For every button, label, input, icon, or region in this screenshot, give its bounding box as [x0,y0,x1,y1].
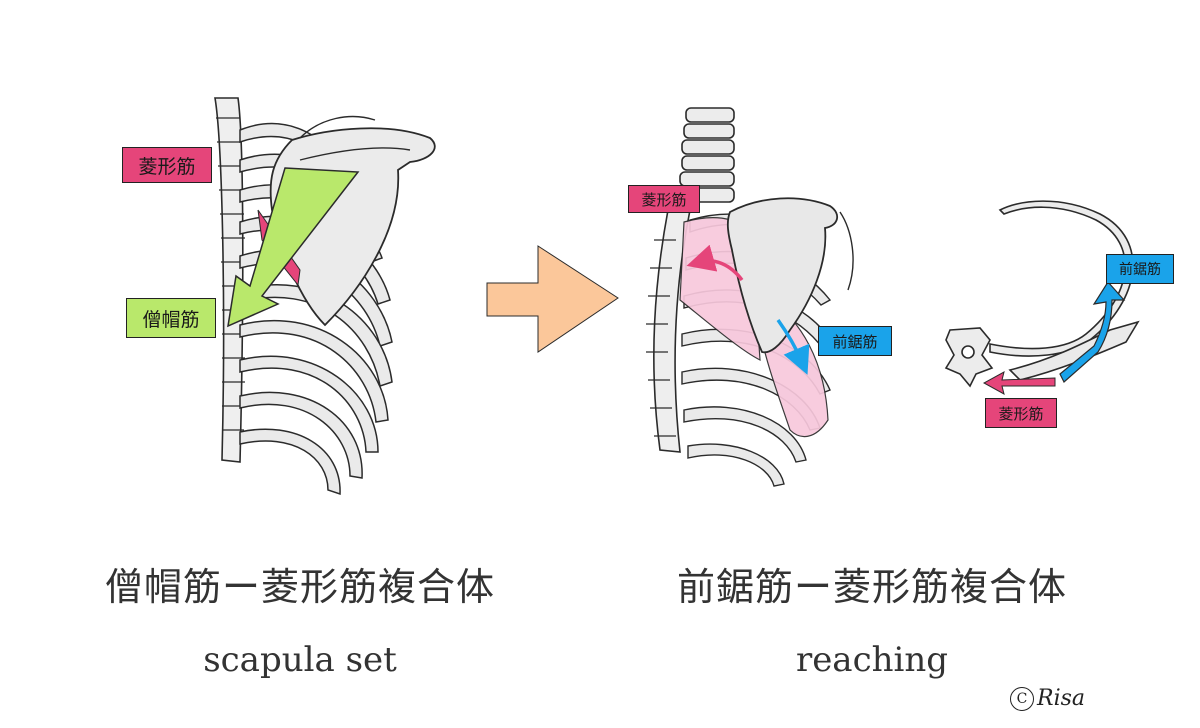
right-serratus-arrow [1059,281,1126,383]
label-rhomboid-middle: 菱形筋 [628,185,700,213]
caption-right-japanese: 前鋸筋ー菱形筋複合体 [676,565,1067,609]
label-trapezius-left: 僧帽筋 [126,298,216,338]
left-scapula-spine [299,147,411,161]
middle-scapula [726,197,839,354]
middle-clavicle [839,211,854,291]
caption-left-english: scapula set [203,640,397,680]
caption-left-japanese: 僧帽筋ー菱形筋複合体 [104,565,495,609]
signature: C Risa [1010,686,1085,711]
signature-text: Risa [1037,686,1086,711]
middle-thoracic-spine [653,209,691,453]
label-rhomboid-right: 菱形筋 [985,398,1057,428]
caption-right-english: reaching [795,640,949,680]
label-rhomboid-left: 菱形筋 [122,147,212,183]
label-serratus-right: 前鋸筋 [1106,254,1174,284]
right-rhomboid-arrow [982,371,1056,395]
transition-arrow-icon [486,245,619,353]
label-serratus-middle: 前鋸筋 [818,326,892,356]
middle-serratus-arrow [776,318,810,375]
middle-rhomboid-arrow [686,244,744,282]
left-trapezius-arrow [227,167,360,328]
copyright-icon: C [1010,686,1034,711]
